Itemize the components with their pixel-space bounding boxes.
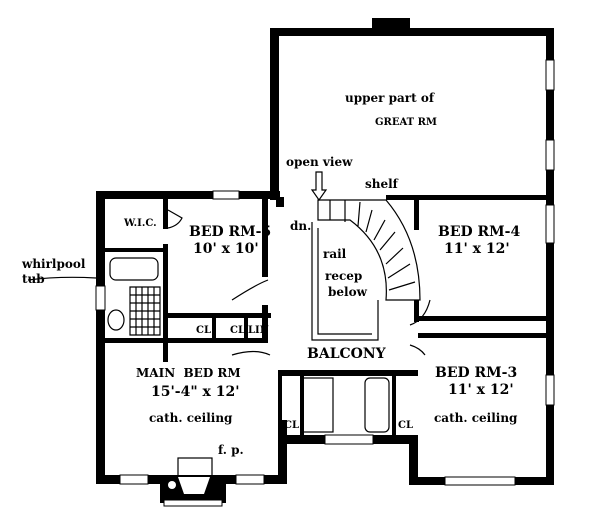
balcony-label: BALCONY (307, 346, 387, 362)
bed5-size: 10' x 10' (193, 241, 259, 257)
windows (95, 59, 555, 486)
walls (96, 18, 554, 507)
open-view-label: open view (286, 155, 353, 169)
whirlpool-label-1: whirlpool (21, 257, 86, 271)
dn-label: dn. (290, 219, 311, 233)
main-bed-name: MAIN BED RM (136, 366, 241, 380)
rail-label: rail (323, 247, 347, 261)
labels: upper part of GREAT RM open view shelf d… (21, 91, 520, 457)
main-bed-note: cath. ceiling (149, 411, 233, 425)
great-rm-label-1: upper part of (345, 91, 435, 105)
bed5-name: BED RM-5 (189, 224, 271, 240)
bed3-note: cath. ceiling (434, 411, 518, 425)
fireplace-label: f. p. (218, 443, 244, 457)
main-bed-size: 15'-4" x 12' (151, 384, 239, 400)
closet-label: CL (196, 325, 211, 336)
bed3-size: 11' x 12' (448, 382, 514, 398)
bed3-name: BED RM-3 (435, 365, 517, 381)
recep-label-2: below (328, 285, 368, 299)
linen-label: LIN (248, 325, 269, 336)
closet-label: CL (284, 420, 299, 431)
recep-label-1: recep (325, 269, 362, 283)
bed4-size: 11' x 12' (444, 241, 510, 257)
great-rm-label-2: GREAT RM (375, 117, 437, 128)
shelf-label: shelf (365, 177, 399, 191)
whirlpool-label-2: tub (22, 272, 45, 286)
wic-label: W.I.C. (123, 218, 157, 229)
bed4-name: BED RM-4 (438, 224, 520, 240)
closet-label: CL (398, 420, 413, 431)
closet-label: CL (230, 325, 245, 336)
stair-and-fixtures (27, 171, 431, 433)
